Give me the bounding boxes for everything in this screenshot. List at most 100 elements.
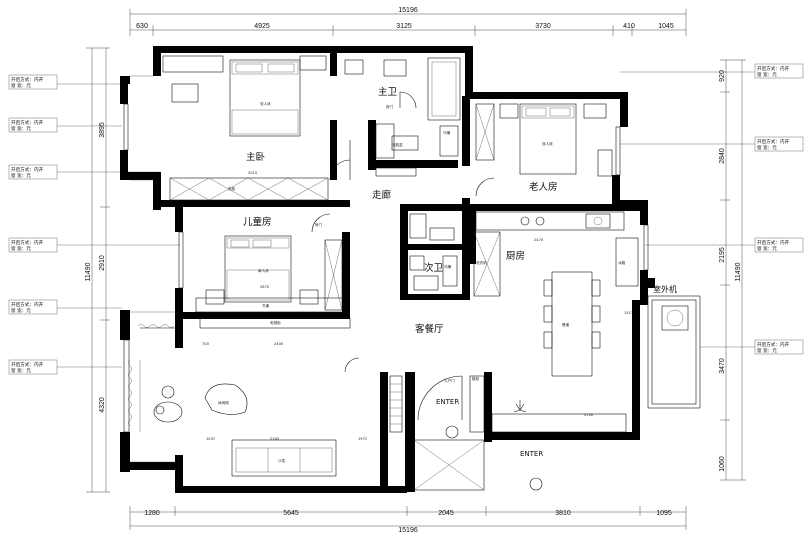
- room-living-dining: 客餐厅: [415, 323, 444, 335]
- walls: [120, 46, 701, 493]
- corridor: [329, 140, 417, 181]
- right-dim-1: 920: [719, 70, 726, 82]
- window-tag: 开启方式：内开 窗 宽：元: [8, 117, 122, 133]
- svg-text:冰箱: 冰箱: [618, 260, 626, 265]
- window-tag: 开启方式：内开 窗 宽：元: [620, 136, 804, 152]
- right-dimension-chain: 920 2840 2195 3470 1060 11490: [719, 59, 746, 481]
- svg-text:沙发: 沙发: [278, 458, 286, 463]
- svg-text:窗 宽：元: 窗 宽：元: [757, 347, 777, 354]
- dining-table: [551, 271, 593, 377]
- svg-text:洗脸盆: 洗脸盆: [392, 142, 403, 147]
- svg-text:双人床: 双人床: [260, 101, 271, 106]
- room-elder: 老人房: [529, 181, 558, 193]
- svg-text:洗衣机: 洗衣机: [476, 260, 487, 265]
- bottom-total-dim: 15196: [398, 527, 418, 534]
- svg-text:房门: 房门: [386, 104, 394, 109]
- elder-bed: [519, 103, 577, 175]
- second-bath-fixtures: 马桶 洗衣机: [409, 213, 501, 297]
- window-tag: 开启方式：内开 窗 宽：元: [8, 299, 122, 315]
- top-dimension-chain: 15196 630 4925 3125 3730 410 1045: [129, 7, 687, 36]
- room-master-bedroom: 主卧: [246, 151, 266, 163]
- svg-text:马桶: 马桶: [443, 130, 451, 135]
- master-bedroom-furniture: 双人床 2010 衣柜: [162, 55, 329, 201]
- svg-text:窗 宽：元: 窗 宽：元: [11, 245, 31, 252]
- svg-text:开启方式：内开: 开启方式：内开: [11, 76, 44, 83]
- room-labels: 主卫 主卧 走廊 老人房 儿童房 厨房 次卫 客餐厅 室外机: [243, 86, 677, 335]
- right-dim-2: 2840: [719, 148, 726, 164]
- bottom-dim-4: 3810: [555, 510, 571, 517]
- svg-text:窗 宽：元: 窗 宽：元: [11, 172, 31, 179]
- svg-text:700: 700: [202, 342, 210, 346]
- window-tag: 开启方式：内开 窗 宽：元: [8, 74, 122, 90]
- right-total-dim: 11490: [735, 262, 742, 281]
- enter-label-1: ENTER: [436, 398, 459, 406]
- sofa: [231, 439, 337, 477]
- svg-text:开启方式：内开: 开启方式：内开: [757, 138, 790, 145]
- svg-text:开启方式：内开: 开启方式：内开: [11, 361, 44, 368]
- top-dim-3: 3125: [396, 23, 412, 30]
- svg-text:衣柜: 衣柜: [228, 186, 236, 191]
- window-tag: 开启方式：内开 窗 宽：元: [700, 339, 804, 355]
- svg-text:开启方式：内开: 开启方式：内开: [11, 119, 44, 126]
- tv-cabinet: [199, 317, 351, 329]
- svg-text:1511: 1511: [624, 311, 633, 315]
- top-dim-6: 1045: [658, 23, 674, 30]
- svg-text:窗 宽：元: 窗 宽：元: [11, 367, 31, 374]
- children-room-furniture: 单人床 书桌 2670 房门: [195, 213, 347, 313]
- top-total-dim: 15196: [398, 7, 418, 14]
- window-tags-right: 开启方式：内开 窗 宽：元 开启方式：内开 窗 宽：元 开启方式：内开 窗 宽：…: [620, 63, 804, 355]
- entry-area: 鞋柜 入户门 ENTER ENTER: [344, 357, 543, 491]
- svg-text:1972: 1972: [358, 437, 367, 441]
- svg-text:开启方式：内开: 开启方式：内开: [11, 301, 44, 308]
- svg-text:2130: 2130: [584, 413, 594, 417]
- left-total-dim: 11490: [85, 262, 92, 281]
- window-tag: 开启方式：内开 窗 宽：元: [8, 359, 122, 375]
- master-bath-fixtures: 洗脸盆 马桶 房门: [344, 57, 461, 159]
- elder-room-furniture: 双人床: [475, 103, 613, 197]
- left-dim-3: 4320: [99, 397, 106, 413]
- svg-text:2010: 2010: [248, 171, 258, 175]
- right-dim-3: 2195: [719, 247, 726, 263]
- window-tag: 开启方式：内开 窗 宽：元: [620, 63, 804, 79]
- svg-text:窗 宽：元: 窗 宽：元: [757, 245, 777, 252]
- top-dim-5: 410: [623, 23, 635, 30]
- svg-text:开启方式：内开: 开启方式：内开: [757, 239, 790, 246]
- svg-text:2745: 2745: [270, 437, 279, 441]
- rail-lines: [130, 75, 175, 463]
- room-second-bath: 次卫: [424, 262, 444, 274]
- room-ac-unit: 室外机: [653, 284, 677, 294]
- svg-text:1037: 1037: [206, 437, 215, 441]
- room-master-bath: 主卫: [378, 86, 398, 98]
- svg-text:2400: 2400: [274, 342, 284, 346]
- svg-text:马桶: 马桶: [444, 264, 452, 269]
- svg-text:开启方式：内开: 开启方式：内开: [757, 341, 790, 348]
- right-dim-4: 3470: [719, 358, 726, 374]
- kitchen-furniture: 2470 冰箱 1511 餐桌 2130: [475, 211, 639, 433]
- master-wardrobe: [169, 177, 329, 201]
- svg-text:开启方式：内开: 开启方式：内开: [11, 166, 44, 173]
- kitchen-counter: [475, 211, 625, 231]
- svg-text:房门: 房门: [315, 222, 323, 227]
- room-corridor: 走廊: [372, 189, 392, 201]
- svg-text:窗 宽：元: 窗 宽：元: [11, 82, 31, 89]
- right-dim-5: 1060: [719, 456, 726, 472]
- room-kitchen: 厨房: [506, 250, 525, 262]
- svg-text:休闲椅: 休闲椅: [218, 400, 229, 405]
- left-dimension-chain: 3895 2910 4320 11490: [85, 47, 110, 493]
- left-dim-2: 2910: [99, 255, 106, 271]
- svg-text:窗 宽：元: 窗 宽：元: [11, 125, 31, 132]
- landing: [413, 439, 485, 491]
- bottom-dim-1: 1280: [144, 510, 160, 517]
- svg-text:2670: 2670: [260, 285, 270, 289]
- child-bed: [224, 235, 292, 303]
- svg-text:书桌: 书桌: [262, 303, 270, 308]
- enter-label-2: ENTER: [520, 450, 543, 458]
- window-tag: 开启方式：内开 窗 宽：元: [8, 237, 180, 253]
- bottom-dim-3: 2045: [438, 510, 454, 517]
- bottom-dimension-chain: 1280 5645 2045 3810 1095 15196: [129, 506, 687, 534]
- lounge-chair: [204, 383, 248, 415]
- child-desk: [195, 297, 347, 313]
- svg-text:窗 宽：元: 窗 宽：元: [757, 71, 777, 78]
- master-bed: [229, 59, 301, 137]
